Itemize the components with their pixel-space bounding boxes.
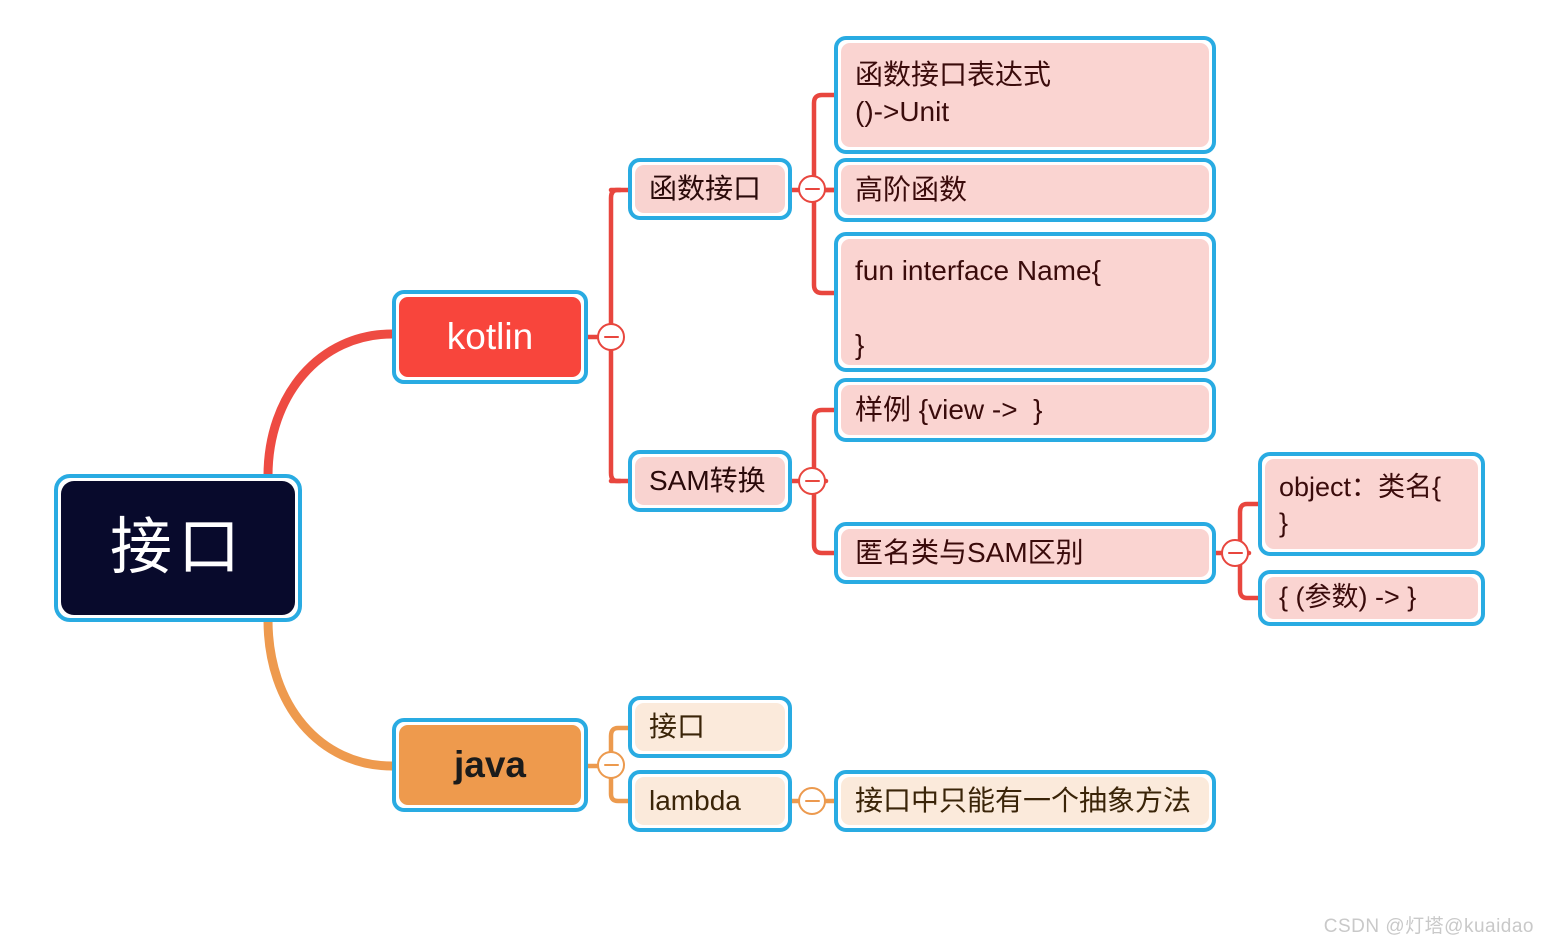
node-fi-expression[interactable]: 函数接口表达式 ()->Unit bbox=[834, 36, 1216, 154]
node-functional-interface-label: 函数接口 bbox=[635, 165, 785, 213]
collapse-toggle-kotlin-icon[interactable] bbox=[597, 323, 625, 351]
edge-root-java bbox=[263, 615, 397, 771]
branch-node-kotlin[interactable]: kotlin bbox=[392, 290, 588, 384]
collapse-toggle-functional-interface-icon[interactable] bbox=[798, 175, 826, 203]
root-node[interactable]: 接口 bbox=[54, 474, 302, 622]
node-single-abstract-method-label: 接口中只能有一个抽象方法 bbox=[841, 777, 1209, 825]
root-node-label: 接口 bbox=[61, 481, 295, 615]
node-sam-conversion[interactable]: SAM转换 bbox=[628, 450, 792, 512]
collapse-toggle-java-lambda-icon[interactable] bbox=[798, 787, 826, 815]
node-anon-vs-sam[interactable]: 匿名类与SAM区别 bbox=[834, 522, 1216, 584]
node-fun-interface-decl-label: fun interface Name{ } bbox=[841, 239, 1209, 365]
node-object-class-label: object：类名{ } bbox=[1265, 459, 1478, 549]
node-java-interface[interactable]: 接口 bbox=[628, 696, 792, 758]
minus-icon bbox=[804, 479, 820, 483]
edge-root-kotlin bbox=[263, 329, 397, 481]
node-sam-conversion-label: SAM转换 bbox=[635, 457, 785, 505]
collapse-toggle-anon-vs-sam-icon[interactable] bbox=[1221, 539, 1249, 567]
node-anon-vs-sam-label: 匿名类与SAM区别 bbox=[841, 529, 1209, 577]
node-lambda-params-label: { (参数) -> } bbox=[1265, 577, 1478, 619]
node-object-class[interactable]: object：类名{ } bbox=[1258, 452, 1485, 556]
node-java-lambda-label: lambda bbox=[635, 777, 785, 825]
node-sam-demo[interactable]: 样例 {view -> } bbox=[834, 378, 1216, 442]
watermark: CSDN @灯塔@kuaidao bbox=[1323, 916, 1534, 937]
node-single-abstract-method[interactable]: 接口中只能有一个抽象方法 bbox=[834, 770, 1216, 832]
node-higher-order-function[interactable]: 高阶函数 bbox=[834, 158, 1216, 222]
branch-node-java-label: java bbox=[399, 725, 581, 805]
node-higher-order-function-label: 高阶函数 bbox=[841, 165, 1209, 215]
minus-icon bbox=[804, 799, 820, 803]
minus-icon bbox=[603, 763, 619, 767]
node-java-lambda[interactable]: lambda bbox=[628, 770, 792, 832]
node-functional-interface[interactable]: 函数接口 bbox=[628, 158, 792, 220]
collapse-toggle-sam-conversion-icon[interactable] bbox=[798, 467, 826, 495]
minus-icon bbox=[1227, 551, 1243, 555]
branch-node-kotlin-label: kotlin bbox=[399, 297, 581, 377]
node-java-interface-label: 接口 bbox=[635, 703, 785, 751]
collapse-toggle-java-icon[interactable] bbox=[597, 751, 625, 779]
node-lambda-params[interactable]: { (参数) -> } bbox=[1258, 570, 1485, 626]
branch-node-java[interactable]: java bbox=[392, 718, 588, 812]
minus-icon bbox=[603, 335, 619, 339]
node-fi-expression-label: 函数接口表达式 ()->Unit bbox=[841, 43, 1209, 147]
node-sam-demo-label: 样例 {view -> } bbox=[841, 385, 1209, 435]
minus-icon bbox=[804, 187, 820, 191]
node-fun-interface-decl[interactable]: fun interface Name{ } bbox=[834, 232, 1216, 372]
